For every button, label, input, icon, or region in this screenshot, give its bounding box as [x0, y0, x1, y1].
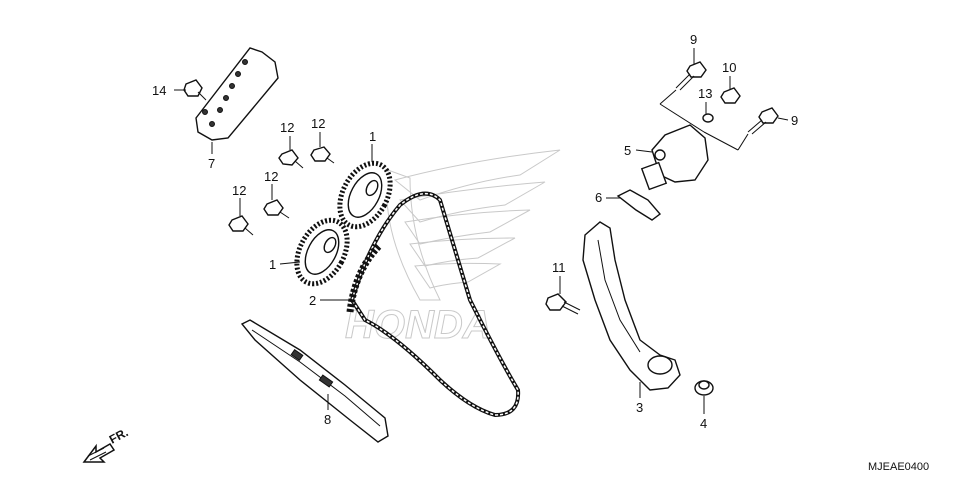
- callout-10: 10: [722, 60, 736, 75]
- part-2-cam-chain: [346, 191, 521, 418]
- callout-14: 14: [152, 83, 166, 98]
- part-1-sprocket-lower: [294, 217, 350, 287]
- callout-labels: 14 7 12 12 12 12 1 1 2 8 9 10 13 9 5 6 1…: [152, 32, 798, 431]
- callout-9-upper: 9: [690, 32, 697, 47]
- part-3-tensioner-arm: [582, 221, 681, 391]
- callout-2: 2: [309, 293, 316, 308]
- honda-wing-watermark: HONDA: [345, 149, 561, 348]
- callout-3: 3: [636, 400, 643, 415]
- part-5-tensioner-lifter: [640, 124, 709, 191]
- callout-12-b: 12: [311, 116, 325, 131]
- part-12-bolt-d: [263, 199, 290, 219]
- callout-1-lower: 1: [269, 257, 276, 272]
- callout-11: 11: [552, 260, 566, 275]
- callout-4: 4: [700, 416, 707, 431]
- part-12-bolt-a: [278, 149, 304, 169]
- callout-13: 13: [698, 86, 712, 101]
- part-11-bolt: [545, 293, 581, 315]
- part-10-bolt: [720, 87, 741, 104]
- part-4-collar: [694, 380, 714, 396]
- part-12-bolt-b: [310, 146, 335, 164]
- front-arrow-icon: [82, 443, 116, 463]
- callout-1-upper: 1: [369, 129, 376, 144]
- callout-12-a: 12: [280, 120, 294, 135]
- callout-5: 5: [624, 143, 631, 158]
- part-7-bracket: [195, 47, 279, 141]
- part-8-chain-guide: [240, 319, 389, 443]
- part-13-washer: [702, 113, 714, 123]
- part-1-sprocket-upper: [337, 160, 393, 230]
- part-12-bolt-c: [228, 215, 254, 236]
- assembly-lines-9: [659, 89, 749, 151]
- part-9-bolt-upper: [675, 61, 707, 91]
- callout-6: 6: [595, 190, 602, 205]
- part-6-gasket: [616, 189, 662, 221]
- callout-7: 7: [208, 156, 215, 171]
- callout-12-c: 12: [232, 183, 246, 198]
- front-direction-marker: FR.: [82, 425, 130, 463]
- part-9-bolt-right: [747, 107, 779, 135]
- callout-12-d: 12: [264, 169, 278, 184]
- watermark-text: HONDA: [345, 303, 492, 347]
- leader-lines: [174, 48, 789, 414]
- part-14-bolt: [183, 79, 207, 101]
- callout-9-right: 9: [791, 113, 798, 128]
- diagram-code: MJEAE0400: [868, 461, 929, 473]
- callout-8: 8: [324, 412, 331, 427]
